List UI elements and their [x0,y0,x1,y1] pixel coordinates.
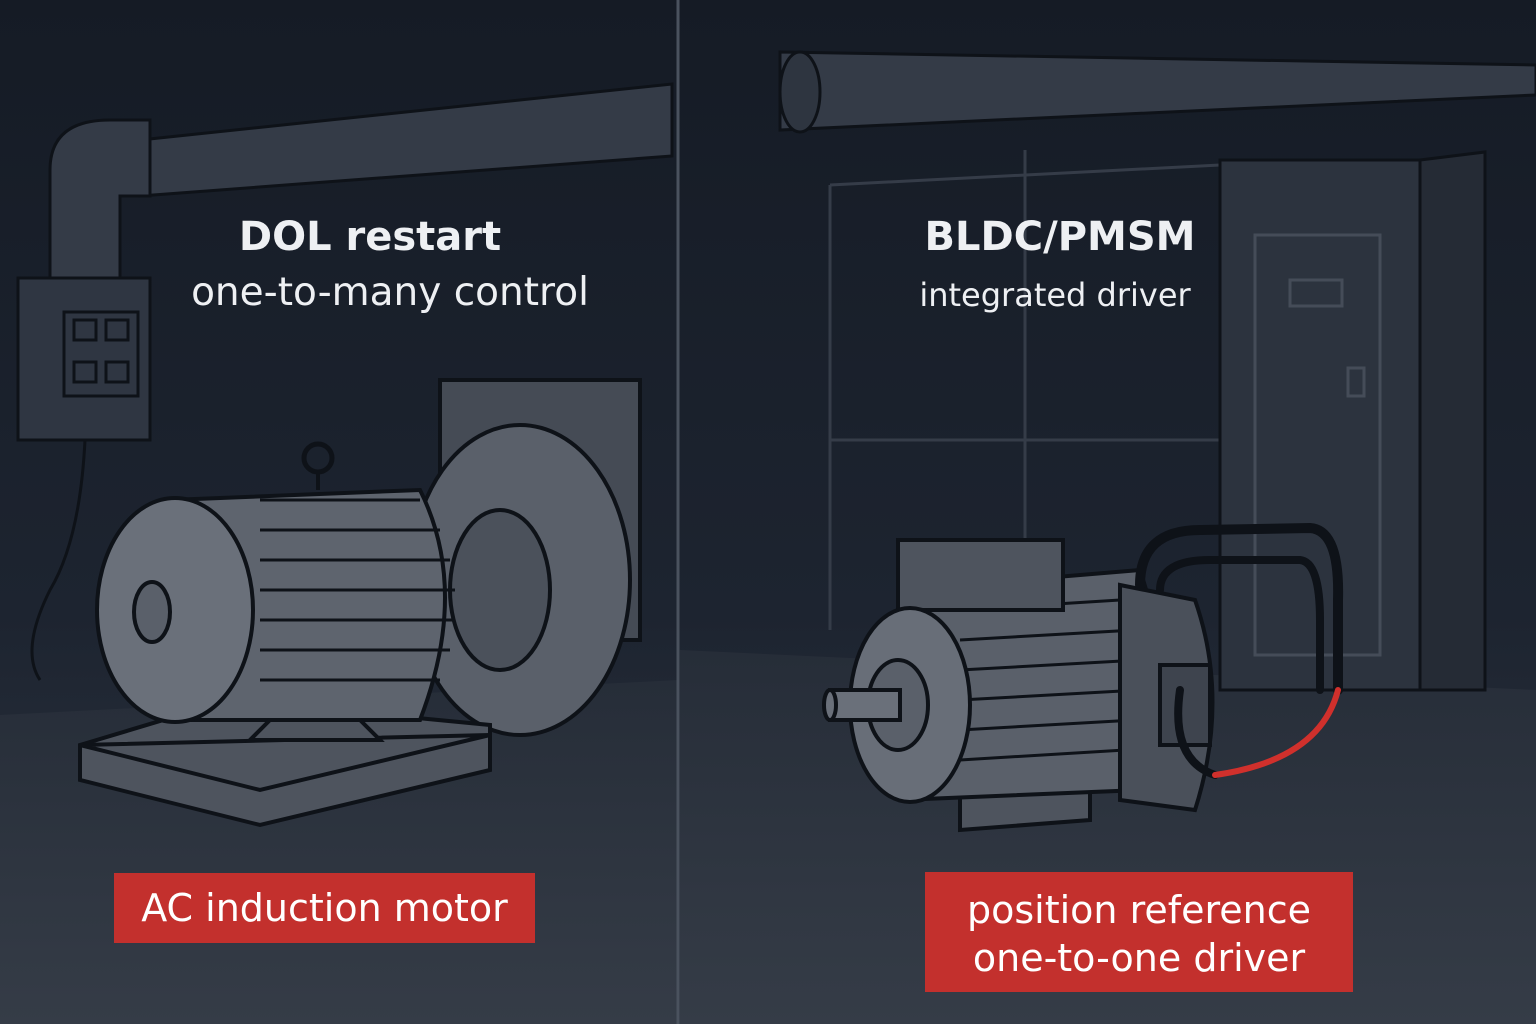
blower-fan [408,378,642,737]
bldc-motor [822,538,1215,833]
pipe-left [48,82,674,282]
wall-lines [828,150,1221,630]
right-motor-label: position reference one-to-one driver [925,872,1353,992]
driver-cable [1135,522,1344,779]
left-title: DOL restart [238,214,502,260]
control-cabinet [1218,150,1487,692]
ac-induction-motor [95,441,455,742]
right-label-line2: one-to-one driver [972,936,1306,980]
pipe-right [778,50,1536,134]
right-subtitle: integrated driver [919,276,1191,314]
right-title: BLDC/PMSM [924,214,1196,260]
switch-box-icon [16,276,152,681]
left-subtitle: one-to-many control [191,270,589,315]
left-motor-label: AC induction motor [114,873,535,943]
right-label-line1: position reference [966,888,1312,932]
